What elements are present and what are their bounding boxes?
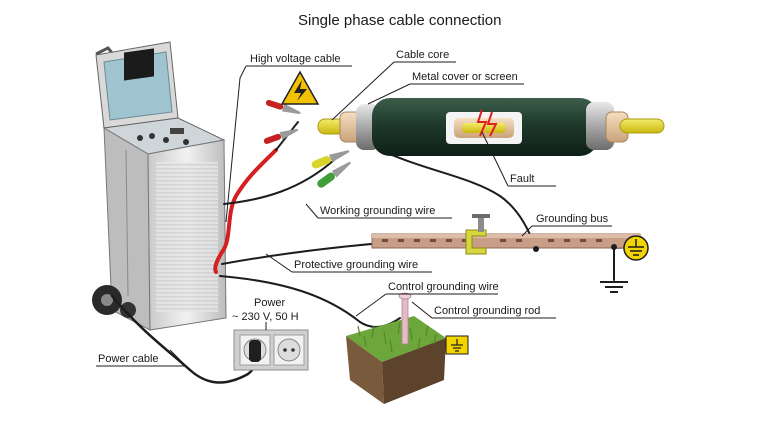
label-working-grounding-wire: Working grounding wire <box>320 205 435 217</box>
label-power: Power <box>254 297 286 309</box>
high-voltage-warning-icon <box>280 70 320 105</box>
protective-clamp <box>465 214 490 255</box>
label-high-voltage-cable: High voltage cable <box>250 53 341 65</box>
diagram-title: Single phase cable connection <box>298 12 501 29</box>
label-cable-core: Cable core <box>396 49 449 61</box>
ground-symbol-icon <box>600 281 628 293</box>
label-grounding-bus: Grounding bus <box>536 213 609 225</box>
label-fault: Fault <box>510 173 534 185</box>
grounding-circle-icon <box>623 235 649 261</box>
alligator-clips <box>263 99 351 188</box>
grounding-sign-icon <box>445 335 469 355</box>
label-protective-grounding-wire: Protective grounding wire <box>294 259 418 271</box>
soil-block <box>346 292 469 404</box>
label-power-cable: Power cable <box>98 353 159 365</box>
label-control-grounding-rod: Control grounding rod <box>434 305 540 317</box>
grounding-bus <box>371 214 641 255</box>
power-socket <box>233 329 309 371</box>
label-metal-cover: Metal cover or screen <box>412 71 518 83</box>
leader-lines <box>96 61 612 367</box>
high-voltage-cable-wire <box>220 148 278 254</box>
working-grounding-wire-path <box>223 159 335 205</box>
label-control-grounding-wire: Control grounding wire <box>388 281 499 293</box>
fault-spark-icon <box>476 109 498 137</box>
test-equipment <box>92 41 227 331</box>
label-power-spec: ~ 230 V, 50 H <box>232 311 299 323</box>
cable-section <box>317 98 665 156</box>
